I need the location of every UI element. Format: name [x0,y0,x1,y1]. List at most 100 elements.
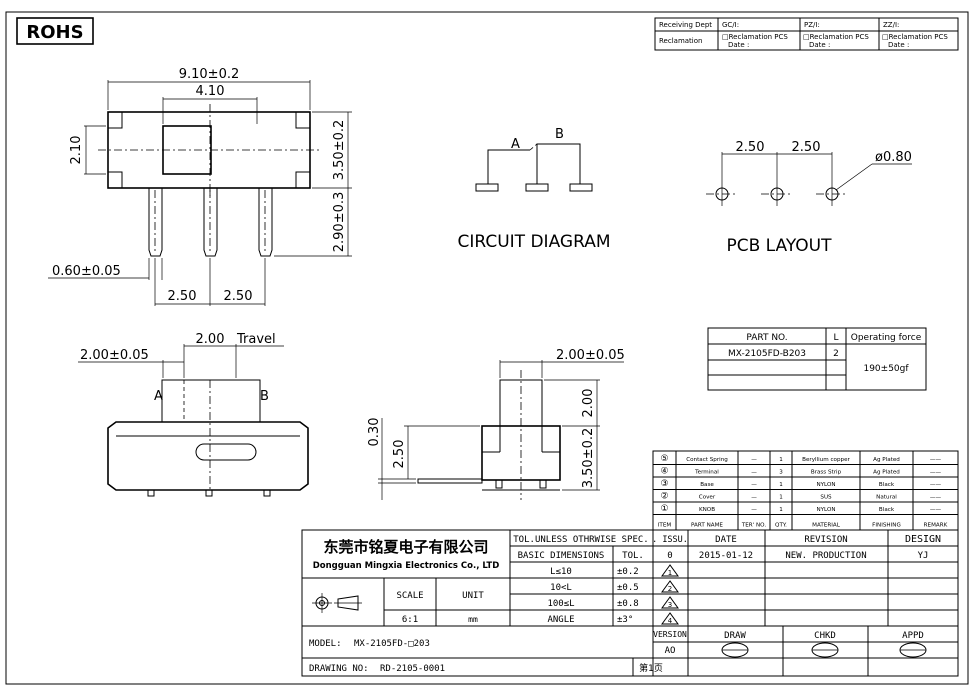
bom-header: ITEM [658,523,672,529]
bom-cell-ter: — [751,457,757,463]
side-thickness-2: 2.50 [392,440,407,469]
bom-cell-mat: Brass Strip [811,470,842,476]
appd-header: APPD [902,631,924,641]
approval-table: Receiving Dept GC/I: PZ/I: ZZ/I: Reclama… [654,17,959,51]
pcb-layout: 2.50 2.50 ø0.80 PCB LAYOUT [706,140,912,256]
bom-cell-name: Contact Spring [686,457,728,463]
tol-title: TOL.UNLESS OTHRWISE SPEC. [513,535,648,545]
bom-cell-qty: 1 [779,495,783,501]
unit-value: mm [468,615,478,624]
tol-value-4: ±3° [617,615,633,625]
model-value: MX-2105FD-□203 [354,639,430,649]
tol-range-3: 100≤L [547,599,574,609]
bom-cell-ter: — [751,495,757,501]
front-knob-width: 2.00±0.05 [80,348,149,363]
bom-header: MATERIAL [812,523,841,529]
dim-body: 3.50±0.2 [332,120,347,181]
bom-cell-name: Terminal [694,470,719,476]
draw-header: DRAW [724,631,746,641]
reclamation-label: Reclamation [659,37,702,45]
recl-pcs-gc: □Reclamation PCS [722,33,788,41]
bom-header: FINISHING [872,523,901,529]
issue-value: 0 [667,551,672,561]
side-thickness-1: 0.30 [367,418,382,447]
bom-cell-qty: 1 [779,482,783,488]
pcb-pitch-2: 2.50 [792,140,821,155]
bom-cell-name: KNOB [699,507,715,513]
dim-pin-width: 0.60±0.05 [52,264,121,279]
date-pz: Date : [809,41,830,49]
tol-header: TOL. [622,551,644,561]
rev-tri-3: 3 [668,601,672,609]
chkd-header: CHKD [814,631,836,641]
rev-tri-2: 2 [668,585,672,593]
bom-cell-mat: NYLON [816,482,835,488]
bom-header: REMARK [924,523,948,529]
circuit-label-b: B [555,127,564,142]
date-zz: Date : [888,41,909,49]
bom-cell-mat: Beryllium copper [802,457,850,463]
bom-cell-fin: Black [879,482,895,488]
bom-header: QTY. [775,523,787,529]
basic-dimensions: BASIC DIMENSIONS [518,551,605,561]
tol-range-1: L≤10 [550,567,572,577]
revision-header: REVISION [804,535,847,545]
part-no-header: PART NO. [746,333,787,343]
bom-cell-no: ② [660,492,668,502]
bom-cell-rem: —— [930,457,942,463]
bom-cell-fin: Black [879,507,895,513]
rohs-badge-box [16,17,94,45]
top-view: 9.10±0.2 4.10 2.10 3.50±0.2 2.90±0.3 0.6… [48,67,352,306]
bom-cell-no: ③ [660,479,668,489]
dim-height: 2.10 [69,136,84,165]
stamp-appd [899,642,927,658]
part-no-value: MX-2105FD-B203 [728,349,806,359]
unit-label: UNIT [462,591,484,601]
date-value: 2015-01-12 [699,551,753,561]
bom-cell-qty: 3 [779,470,783,476]
circuit-diagram: A B CIRCUIT DIAGRAM [458,127,611,252]
bom-cell-no: ① [660,504,668,514]
stamp-chkd [811,642,839,658]
bom-cell-rem: —— [930,495,942,501]
operating-force-header: Operating force [851,333,922,343]
bom-cell-ter: — [751,507,757,513]
version-value: AO [665,646,676,656]
bom-cell-fin: Natural [876,495,897,501]
scale-label: SCALE [396,591,423,601]
bom-header: PART NAME [691,523,723,529]
bom-cell-rem: —— [930,507,942,513]
rev-tri-4: 4 [668,617,673,625]
tol-value-3: ±0.8 [617,599,639,609]
dim-pitch-1: 2.50 [168,289,197,304]
pcb-hole-diameter: ø0.80 [875,150,912,165]
bom-cell-qty: 1 [779,507,783,513]
date-gc: Date : [728,41,749,49]
l-header: L [833,333,838,343]
bom-header: TER' NO. [741,523,767,529]
bom-cell-mat: SUS [820,495,832,501]
bom-cell-ter: — [751,482,757,488]
recl-pcs-pz: □Reclamation PCS [803,33,869,41]
zz-label: ZZ/I: [883,21,899,29]
pcb-pitch-1: 2.50 [736,140,765,155]
bom-cell-mat: NYLON [816,507,835,513]
rohs-badge: ROHS [26,22,83,43]
drawing-no-label: DRAWING NO: [309,664,369,674]
bom-cell-name: Cover [699,495,716,501]
part-table: PART NO. L Operating force MX-2105FD-B20… [707,327,927,391]
bom-cell-fin: Ag Plated [873,457,900,463]
sheet-border [5,11,969,685]
revision-triangles: 1 2 3 4 [661,564,679,625]
front-label-a: A [154,389,163,404]
side-body-height: 3.50±0.2 [581,428,596,489]
page-number: 第1页 [639,662,663,674]
model-label: MODEL: [309,639,342,649]
dim-pin-length: 2.90±0.3 [332,192,347,253]
side-knob-width: 2.00±0.05 [556,348,625,363]
front-travel: 2.00 [196,332,225,347]
tol-range-4: ANGLE [547,615,574,625]
